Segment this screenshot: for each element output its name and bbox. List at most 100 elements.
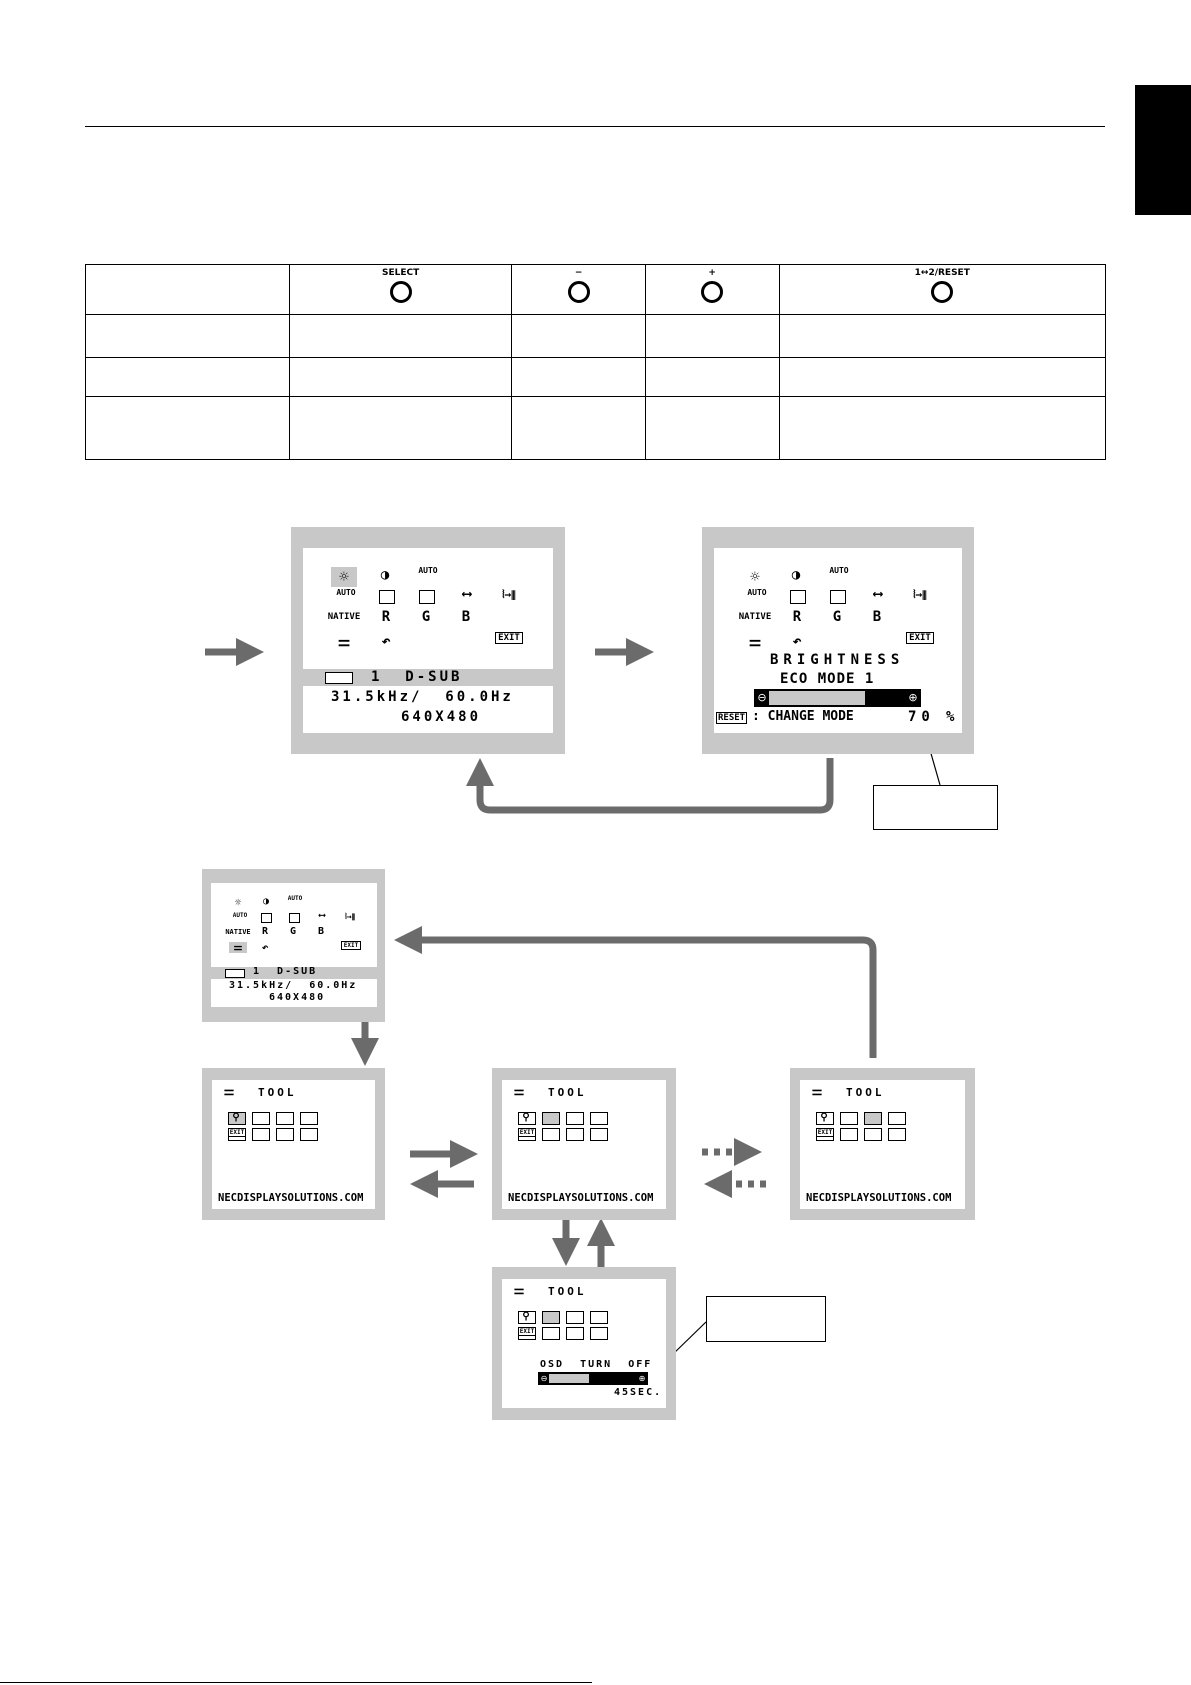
table-cell [85, 396, 290, 460]
reset-icon: ↶ [381, 632, 391, 650]
exit-icon: EXIT [518, 1327, 536, 1336]
osd-turnoff-label: OSD TURN OFF [540, 1359, 653, 1370]
zoom-icon: ⚲ [522, 1311, 530, 1322]
tool-icon: ⚌ [748, 634, 762, 650]
language-tab [1135, 85, 1191, 215]
contrast-icon: ◑ [791, 567, 801, 583]
reset-key-label: RESET [716, 712, 748, 724]
table-cell [85, 357, 290, 397]
zoom-icon: ⚲ [232, 1112, 240, 1123]
reset-button-icon [931, 281, 954, 303]
tool-icon: ⚌ [513, 1283, 525, 1297]
tool-icon: ⚌ [811, 1084, 823, 1098]
callout-box [706, 1296, 826, 1342]
table-cell [85, 314, 290, 358]
down-up-icon [289, 913, 300, 923]
input-detect-icon [590, 1128, 608, 1141]
table-cell [511, 314, 646, 358]
fine-icon: ⦚→⦀ [913, 588, 927, 601]
tool-icon: ⚌ [513, 1084, 525, 1098]
table-header-row: SELECT − + 1↔2/RESET [85, 264, 1106, 315]
table-cell [778, 314, 1106, 358]
minus-icon: ⊖ [540, 1374, 548, 1383]
input-line: 1 D-SUB [253, 966, 318, 977]
green-icon: G [289, 926, 297, 937]
turnoff-bar-fill [549, 1374, 589, 1383]
tool-inner: ⚌ TOOL ⚲ EXIT NECDISPLAYSOLUTIONS.COM [212, 1080, 375, 1209]
native-icon: NATIVE [738, 612, 772, 622]
native-icon: NATIVE [225, 928, 251, 936]
frequency-line: 31.5kHz/ 60.0Hz [229, 980, 358, 991]
brightness-icon: ☼ [331, 567, 357, 587]
h-size-icon: ⟷ [873, 586, 883, 602]
reset-label: 1↔2/RESET [914, 268, 970, 278]
signal-info-icon [888, 1112, 906, 1125]
sharpness-icon [252, 1128, 270, 1141]
contrast-icon: ◑ [380, 567, 390, 583]
input-bar [211, 967, 377, 979]
signal-info-icon [590, 1112, 608, 1125]
table-cell [778, 357, 1106, 397]
green-icon: G [832, 609, 842, 625]
reset-icon: ↶ [261, 941, 269, 954]
tool-icons-row1: ⚲ [816, 1112, 912, 1125]
auto-position-icon: AUTO [336, 588, 356, 597]
osd-turnoff-icon [840, 1112, 858, 1125]
ddc-icon [276, 1128, 294, 1141]
exit-icon: EXIT [228, 1128, 246, 1137]
plus-header: + [644, 264, 780, 315]
table-cell [288, 357, 513, 397]
brightness-bar-fill [769, 691, 865, 705]
fine-icon: ⦚→⦀ [345, 912, 355, 921]
auto-position-icon: AUTO [232, 912, 248, 919]
signal-info-icon [300, 1112, 318, 1125]
green-icon: G [421, 609, 431, 625]
blue-icon: B [317, 926, 325, 937]
website-url: NECDISPLAYSOLUTIONS.COM [508, 1192, 654, 1204]
tool-icons-row1: ⚲ [228, 1112, 324, 1125]
table-row [85, 357, 1106, 397]
tool-title: TOOL [548, 1086, 587, 1099]
table-cell [511, 396, 646, 460]
osd-small-inner: ☼ ◑ AUTO AUTO ⟷ ⦚→⦀ NATIVE R G B ⚌ ↶ EXI… [211, 883, 377, 1007]
exit-icon: EXIT [816, 1128, 834, 1137]
osd-turnoff-icon [252, 1112, 270, 1125]
minus-label: − [574, 268, 583, 278]
native-icon: NATIVE [327, 612, 361, 622]
ddc-icon [566, 1128, 584, 1141]
input-detect-icon [300, 1128, 318, 1141]
sharpness-icon [542, 1327, 560, 1340]
auto-position-icon: AUTO [747, 588, 767, 597]
zoom-icon: ⚲ [820, 1112, 828, 1123]
tool-icons-row1: ⚲ [518, 1112, 614, 1125]
turnoff-bar: ⊖ ⊕ [538, 1372, 648, 1385]
left-right-icon [379, 590, 395, 604]
plus-icon: ⊕ [908, 691, 918, 704]
tool-title: TOOL [258, 1086, 297, 1099]
brightness-icon: ☼ [234, 896, 242, 909]
return-arrow-icon [394, 926, 877, 1058]
minus-button-icon [567, 281, 590, 303]
table-cell [288, 314, 513, 358]
tool-icon: ⚌ [223, 1084, 235, 1098]
brightness-title: BRIGHTNESS [770, 652, 905, 668]
ddc-icon [566, 1327, 584, 1340]
osd-turnoff-value: 45SEC. [614, 1387, 663, 1398]
left-right-icon [261, 913, 272, 923]
signal-info-icon [590, 1311, 608, 1324]
table-row [85, 314, 1106, 358]
osd-tool-screen-3: ⚌ TOOL ⚲ EXIT NECDISPLAYSOLUTIONS.COM [790, 1068, 975, 1220]
osd-tool-screen-1: ⚌ TOOL ⚲ EXIT NECDISPLAYSOLUTIONS.COM [202, 1068, 385, 1220]
plus-label: + [708, 268, 716, 278]
language-icon [816, 1112, 834, 1125]
minus-icon: ⊖ [757, 691, 767, 704]
ddc-icon [864, 1128, 882, 1141]
plus-button-icon [701, 281, 724, 303]
h-size-icon: ⟷ [462, 586, 472, 602]
exit-icon: EXIT [495, 632, 523, 644]
change-mode-label: : CHANGE MODE [752, 709, 854, 724]
brightness-icon: ☼ [750, 567, 760, 586]
left-right-icon [790, 590, 806, 604]
tool-inner: ⚌ TOOL ⚲ EXIT NECDISPLAYSOLUTIONS.COM [502, 1080, 666, 1209]
eco-mode: ECO MODE 1 [780, 671, 875, 687]
